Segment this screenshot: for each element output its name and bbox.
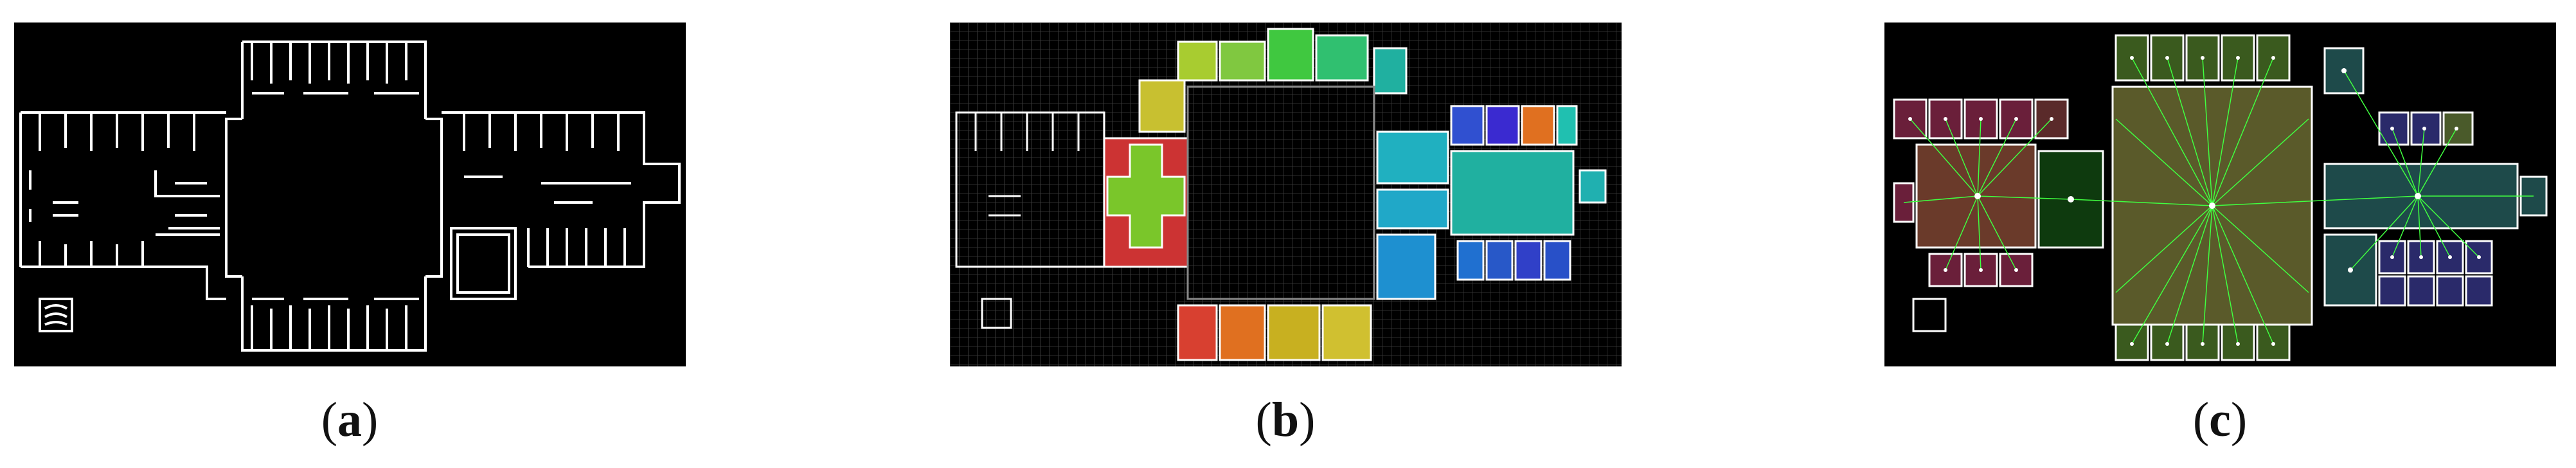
panel-c-room-graph xyxy=(1884,22,2556,366)
caption-b: (b) xyxy=(1255,393,1316,447)
segmentation-svg xyxy=(950,22,1622,366)
caption-c: (c) xyxy=(2192,393,2248,447)
room-graph-svg xyxy=(1893,34,2548,361)
caption-a: (a) xyxy=(321,393,379,447)
floorplan-outline-svg xyxy=(19,40,681,352)
panel-b-room-segmentation xyxy=(950,22,1622,366)
panel-a-wall-outline xyxy=(14,22,686,366)
